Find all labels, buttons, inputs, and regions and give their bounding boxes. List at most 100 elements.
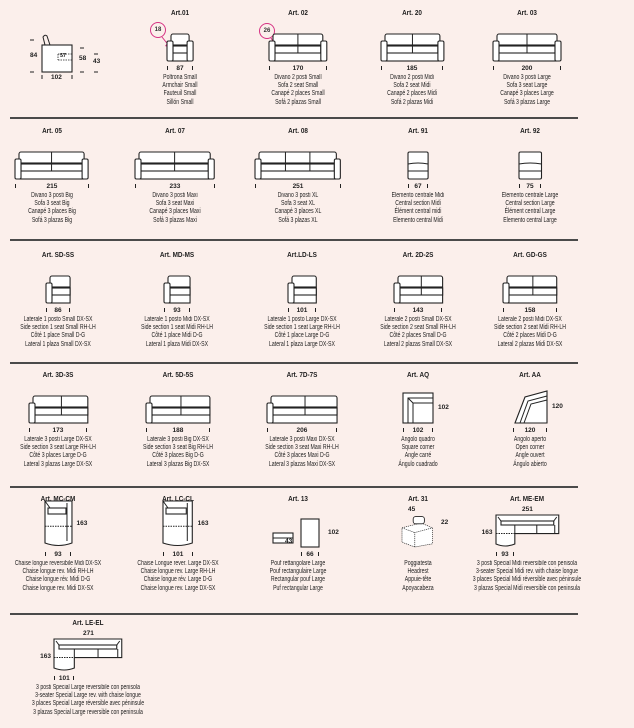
description-line: Lateral 1 plaza Large DX-SX: [269, 340, 335, 348]
description-line: Chaise longue reversibile Midi DX-SX: [14, 560, 102, 567]
description-line: Chaise longue rév. Midi D-G: [25, 576, 91, 584]
width-dimension: 86: [45, 307, 71, 315]
corner-open-drawing: [513, 390, 548, 424]
side-1-drawing: [287, 275, 317, 304]
width-dimension: 93: [495, 551, 515, 559]
description-line: Apoyacabeza: [402, 584, 434, 592]
side-2-drawing: [145, 395, 211, 424]
width-dimension: 66: [301, 551, 319, 559]
description-line: Laterale 3 posti Large DX-SX: [24, 436, 92, 443]
description-line: 3-seater Special Large rev. with chaise …: [35, 692, 141, 700]
description-line: Sofa 2 seat Small: [277, 82, 319, 90]
description-line: Side section 1 seat Midi RH-LH: [141, 324, 213, 332]
description-line: Open corner: [515, 444, 545, 452]
article-code: Art. SD-SS: [41, 250, 75, 259]
description-line: Laterale 2 posti Midi DX-SX: [498, 316, 562, 323]
width-dimension: 120: [513, 427, 547, 435]
description-line: Elemento central Midi: [393, 216, 443, 224]
article-code: Art.LD-LS: [287, 250, 317, 259]
description-line: Élément central midi: [394, 208, 442, 216]
description-line: Sofa 3 seat Maxi: [155, 200, 195, 208]
width-dimension: 67: [407, 183, 429, 191]
corner-square-drawing: [402, 392, 434, 424]
right-dimension: 163: [76, 520, 88, 527]
description-line: 3 posti Special Midi reversibile con pen…: [476, 560, 578, 567]
article-code: Art.01: [170, 8, 190, 17]
description-line: Side section 3 seat Maxi RH-LH: [265, 444, 339, 452]
description-line: Côté 1 place Large D-G: [274, 332, 330, 340]
sofa-2-drawing: [268, 33, 328, 62]
description-line: Side section 3 seat Large RH-LH: [20, 444, 96, 452]
article-code: Art. 13: [288, 494, 308, 503]
seat-height-label: 43: [93, 58, 101, 65]
description-line: Chaise longue rev. Large DX-SX: [140, 584, 216, 592]
article-code: Art. 07: [165, 126, 185, 135]
sofa-2-drawing: [134, 151, 216, 180]
description-line: Rectangular pouf Large: [270, 576, 326, 584]
left-dimension: 163: [481, 529, 493, 536]
description-line: Chaise longue rev. Large RH-LH: [140, 568, 216, 576]
description-line: Canapé 3 places Large: [500, 90, 554, 98]
chaise-drawing: [43, 500, 73, 547]
description-line: Côté 2 places Midi D-G: [503, 332, 557, 340]
description-line: Divano 3 posti XL: [277, 192, 319, 199]
description-line: Lateral 2 plazas Small DX-SX: [383, 340, 453, 348]
description-line: Laterale 1 posto Small DX-SX: [23, 316, 93, 323]
width-dimension: 173: [28, 427, 88, 435]
depth-label: 102: [51, 74, 62, 81]
description-line: Chaise longue rev. Midi RH-LH: [22, 568, 94, 576]
description-line: Ángulo abierto: [513, 460, 547, 468]
side-2-drawing: [393, 275, 443, 304]
description-line: Sofá 2 plazas Small: [275, 98, 321, 106]
right-dimension: 22: [441, 519, 449, 526]
description-line: Angle carré: [404, 452, 432, 460]
right-dimension: 102: [438, 404, 449, 411]
width-dimension: 101: [163, 551, 193, 559]
width-dimension: 251: [255, 183, 341, 191]
description-line: Sofá 3 plazas Big: [31, 216, 73, 224]
width-dimension: 170: [269, 65, 327, 73]
side-2-drawing: [266, 395, 338, 424]
description-line: Sofá 3 plazas Maxi: [153, 216, 197, 224]
description-line: Divano 3 posti Maxi: [152, 192, 198, 199]
description-line: Canapé 3 places XL: [274, 208, 322, 216]
article-code: Art. AA: [519, 370, 541, 379]
width-dimension: 188: [146, 427, 210, 435]
article-code: Art. 91: [408, 126, 428, 135]
description-line: Puf rectangular Large: [273, 584, 323, 592]
arm-height-label: 58: [79, 55, 87, 62]
description-line: Laterale 1 posto Midi DX-SX: [144, 316, 210, 323]
description-line: Côté 1 place Midi D-G: [151, 332, 203, 340]
description-line: Fauteuil Small: [163, 90, 197, 98]
description-line: Canapé 2 places Small: [271, 90, 325, 98]
description-line: Divano 2 posti Midi: [390, 74, 434, 81]
description-line: Laterale 3 posti Big DX-SX: [147, 436, 209, 443]
description-line: Chaise longue rev. Midi DX-SX: [22, 584, 94, 592]
width-dimension: 101: [54, 675, 75, 683]
width-dimension: 93: [44, 551, 72, 559]
description-line: Lateral 1 plaza Midi DX-SX: [145, 340, 209, 348]
